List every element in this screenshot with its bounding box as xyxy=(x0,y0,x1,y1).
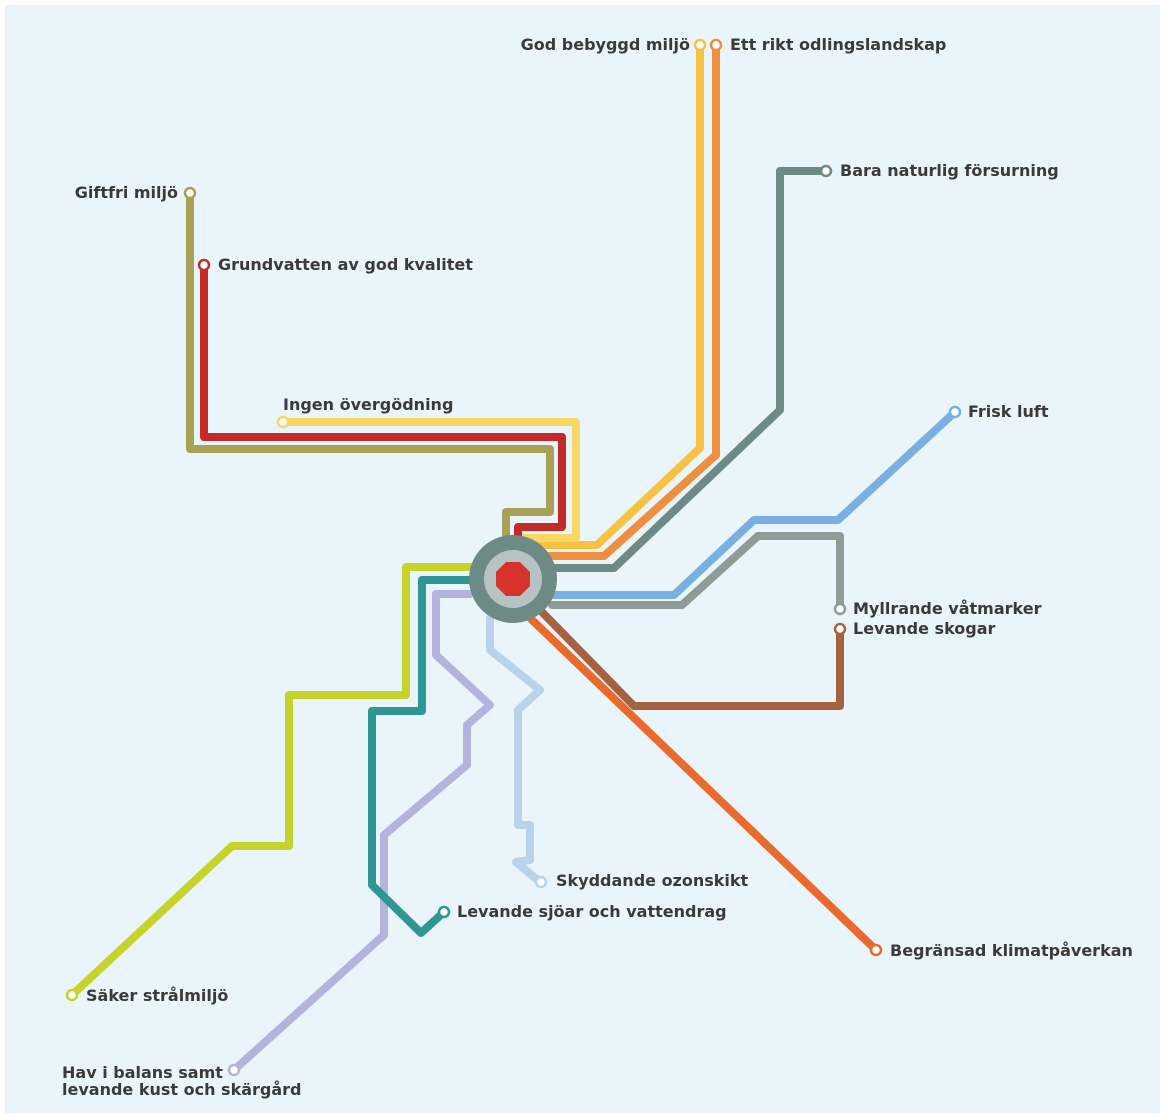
label-sjoar: Levande sjöar och vattendrag xyxy=(457,902,727,921)
station-klimat xyxy=(869,943,883,957)
label-klimat: Begränsad klimatpåverkan xyxy=(890,941,1133,960)
line-giftfri xyxy=(186,189,554,549)
label-hav-line1: Hav i balans samt xyxy=(62,1063,223,1082)
station-giftfri xyxy=(183,186,197,200)
label-ozon: Skyddande ozonskikt xyxy=(556,871,749,890)
line-friskluft xyxy=(548,408,959,599)
label-hav-line2: levande kust och skärgård xyxy=(62,1080,301,1099)
line-klimat xyxy=(526,614,880,954)
label-vatmarker: Myllrande våtmarker xyxy=(853,599,1042,618)
label-skogar: Levande skogar xyxy=(853,619,996,638)
line-skogar xyxy=(536,606,844,710)
line-sjoar xyxy=(368,576,474,937)
label-overgodning: Ingen övergödning xyxy=(283,395,453,414)
station-grundvatten xyxy=(197,258,211,272)
station-vatmarker xyxy=(833,602,847,616)
hub-core-octagon xyxy=(496,562,530,596)
station-ozon xyxy=(534,875,548,889)
line-grundvatten xyxy=(200,261,566,549)
label-friskluft: Frisk luft xyxy=(968,402,1049,421)
station-odling xyxy=(709,38,723,52)
label-stral: Säker strålmiljö xyxy=(86,986,228,1005)
line-stral xyxy=(68,563,474,999)
label-odling: Ett rikt odlingslandskap xyxy=(730,35,946,54)
station-stral xyxy=(65,988,79,1002)
line-forsurning xyxy=(551,167,830,572)
station-friskluft xyxy=(948,405,962,419)
station-bebyggd xyxy=(693,38,707,52)
station-sjoar xyxy=(437,905,451,919)
label-grundvatten: Grundvatten av god kvalitet xyxy=(218,255,473,274)
line-bebyggd xyxy=(526,41,704,549)
line-vatmarker xyxy=(548,532,844,613)
label-forsurning: Bara naturlig försurning xyxy=(840,161,1059,180)
line-odling xyxy=(538,41,720,560)
label-giftfri: Giftfri miljö xyxy=(75,183,178,202)
station-forsurning xyxy=(819,164,833,178)
label-bebyggd: God bebyggd miljö xyxy=(521,35,690,54)
station-hav xyxy=(227,1063,241,1077)
station-overgodning xyxy=(276,415,290,429)
line-ozon xyxy=(486,614,544,886)
station-skogar xyxy=(833,622,847,636)
line-overgodning xyxy=(279,418,580,542)
